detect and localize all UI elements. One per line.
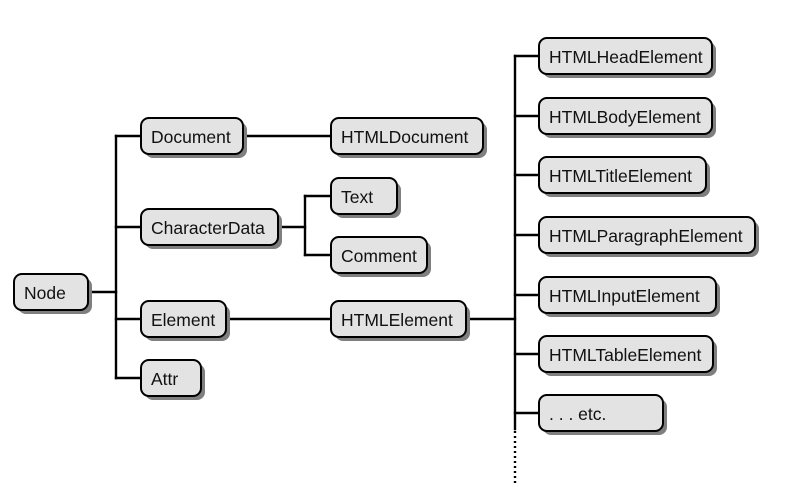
node-label-htmltableelement: HTMLTableElement [549, 345, 702, 365]
node-label-etc: . . . etc. [549, 404, 606, 424]
node-label-htmldocument: HTMLDocument [341, 127, 469, 147]
node-box-htmlparagraphelement: HTMLParagraphElement [538, 216, 759, 257]
node-label-comment: Comment [341, 246, 417, 266]
node-label-htmltitleelement: HTMLTitleElement [549, 166, 692, 186]
node-box-htmltitleelement: HTMLTitleElement [538, 156, 710, 197]
node-label-document: Document [151, 127, 231, 147]
connectors [86, 54, 541, 486]
node-box-htmlinputelement: HTMLInputElement [538, 276, 720, 317]
node-label-node: Node [24, 283, 66, 303]
node-label-htmlelement: HTMLElement [341, 310, 453, 330]
node-box-htmlheadelement: HTMLHeadElement [538, 37, 716, 78]
node-label-htmlheadelement: HTMLHeadElement [549, 47, 703, 67]
node-label-text: Text [341, 187, 373, 207]
node-label-htmlparagraphelement: HTMLParagraphElement [549, 226, 743, 246]
node-box-etc: . . . etc. [538, 394, 667, 435]
node-label-htmlbodyelement: HTMLBodyElement [549, 107, 701, 127]
node-label-htmlinputelement: HTMLInputElement [549, 286, 700, 306]
node-label-characterdata: CharacterData [151, 218, 265, 238]
node-box-attr: Attr [140, 359, 205, 400]
node-box-element: Element [140, 300, 230, 341]
node-label-element: Element [151, 310, 215, 330]
node-box-htmlbodyelement: HTMLBodyElement [538, 97, 716, 138]
node-box-document: Document [140, 117, 247, 158]
node-box-text: Text [330, 177, 401, 218]
node-box-characterdata: CharacterData [140, 208, 282, 249]
node-box-node: Node [13, 273, 92, 314]
node-box-htmldocument: HTMLDocument [330, 117, 487, 158]
node-box-htmlelement: HTMLElement [330, 300, 470, 341]
node-box-comment: Comment [330, 236, 431, 277]
node-box-htmltableelement: HTMLTableElement [538, 335, 717, 376]
node-label-attr: Attr [151, 369, 178, 389]
